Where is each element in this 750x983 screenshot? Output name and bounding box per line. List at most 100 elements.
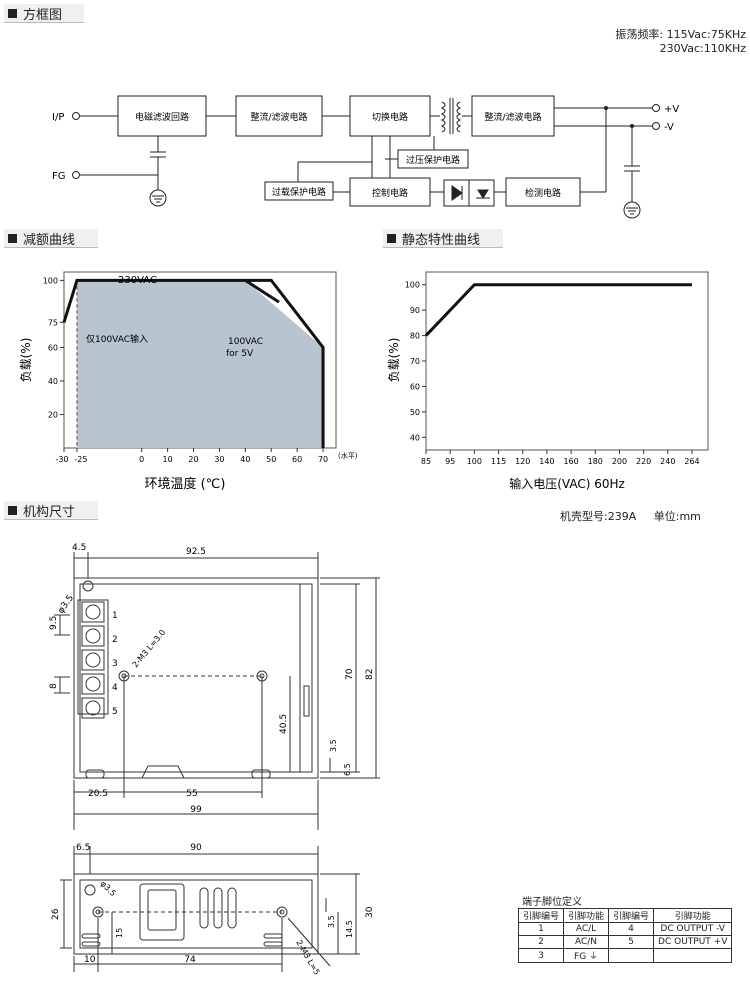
label-100vac: 100VAC [228,337,263,347]
section-title: 减额曲线 [23,232,76,248]
section-block-diagram: 方框图 [4,4,84,23]
table-cell: AC/N [563,935,610,949]
terminal-block [81,601,105,719]
pin-table-title: 端子脚位定义 [522,897,582,908]
case-value: 239A [607,510,637,523]
derating-series-230 [62,278,325,448]
static-xtick-label: 264 [684,457,699,466]
derating-ytick-label: 20 [48,410,58,419]
table-cell: FG ⏚ [563,948,610,963]
table-row: 1 AC/L 4 DC OUTPUT -V [517,922,733,936]
osc-line1: 115Vac:75KHz [666,28,746,41]
pv-label: +V [664,104,679,115]
dim-70: 70 [345,668,355,680]
dim-3-5-bottom: 3.5 [327,915,336,928]
osc-note: 振荡频率: 115Vac:75KHz 230Vac:110KHz [615,28,746,56]
dim-8: 8 [49,683,59,689]
derating-ytick-label: 40 [48,377,58,386]
dim-m3-bottom: 2-M3 L=5 [294,939,321,977]
derating-xtick-label: -30 [55,455,68,464]
static-ytick-label: 60 [410,382,420,391]
static-ytick-label: 40 [410,433,420,442]
dim-15: 15 [115,928,124,938]
table-header: 引脚功能 [653,908,733,923]
table-header: 引脚功能 [563,908,610,923]
static-frame [425,271,709,451]
static-xtick-label: 100 [467,457,482,466]
detect-box: 检测电路 [525,187,561,199]
derating-ytick-label: 60 [48,343,58,352]
table-cell: 4 [608,922,655,936]
fg-label: FG [52,171,66,182]
dim-40-5: 40.5 [279,714,289,734]
pin-label-4: 4 [112,683,118,693]
static-xtick-label: 220 [636,457,651,466]
osc-line2: 230Vac:110KHz [659,42,746,55]
derating-xtick-label: 70 [318,455,328,464]
table-cell: DC OUTPUT +V [653,935,733,949]
nv-label: -V [664,122,674,133]
square-bullet-icon [8,505,17,515]
table-cell: 3 [517,948,565,963]
label-for5v: for 5V [226,349,254,359]
unit-value: mm [679,510,701,523]
static-xtick-label: 85 [421,457,431,466]
dim-99: 99 [190,805,202,815]
dim-m3-top: 2-M3 L=3.0 [131,628,168,669]
ovp-box: 过压保护电路 [406,154,460,166]
derating-xtick-label: 30 [214,455,224,464]
table-header-row: 引脚编号 引脚功能 引脚编号 引脚功能 [517,908,733,923]
table-cell: 2 [517,935,565,949]
dim-9-5: 9.5 [49,616,59,630]
table-cell [653,948,733,963]
rect1-box: 整流/滤波电路 [250,111,307,123]
table-row: 3 FG ⏚ [517,948,733,963]
table-cell: AC/L [563,922,610,936]
dim-30: 30 [365,906,375,918]
dim-74: 74 [184,955,196,965]
static-ylabel: 负载(%) [387,338,401,383]
derating-ytick-label: 75 [48,318,58,327]
static-series [424,283,692,337]
derating-area [76,280,324,448]
mech-bottom-view: 6.5 90 φ3.5 26 15 3.5 14.5 30 10 74 2-M3… [51,843,375,977]
section-mech: 机构尺寸 [4,501,98,520]
pin-label-2: 2 [112,635,118,645]
dim-6-5-bottom: 6.5 [76,843,90,853]
pin-table: 引脚编号 引脚功能 引脚编号 引脚功能 1 AC/L 4 DC OUTPUT -… [517,908,733,963]
dim-82: 82 [365,669,375,680]
block-diagram: I/P FG +V -V 电磁滤波回路 整流/滤波电路 切换电路 整流/滤波电路… [52,95,679,219]
dim-14-5: 14.5 [345,920,354,938]
dim-90: 90 [190,843,202,853]
derating-xunit: (水平) [338,451,358,460]
dim-92-5: 92.5 [186,547,206,557]
table-cell: 1 [517,922,565,936]
pin-label-3: 3 [112,659,118,669]
case-label: 机壳型号: [560,510,608,523]
square-bullet-icon [8,233,17,243]
static-ytick-label: 90 [410,306,420,315]
derating-xtick-label: 60 [292,455,302,464]
dim-26: 26 [51,908,61,920]
section-title: 机构尺寸 [23,504,76,520]
derating-xtick-label: 10 [163,455,173,464]
static-xtick-label: 140 [539,457,554,466]
static-xlabel: 输入电压(VAC) 60Hz [509,476,625,491]
table-header: 引脚编号 [517,908,565,923]
table-header: 引脚编号 [608,908,655,923]
pin-label-5: 5 [112,707,118,717]
static-xtick-label: 115 [491,457,506,466]
unit-label: 单位: [653,510,680,523]
case-note: 机壳型号:239A 单位:mm [560,508,701,524]
derating-series-100 [244,279,280,304]
static-xtick-label: 180 [588,457,603,466]
derating-xtick-label: 20 [188,455,198,464]
dim-4-5: 4.5 [72,543,86,553]
dim-3-5-top: 3.5 [329,739,338,752]
